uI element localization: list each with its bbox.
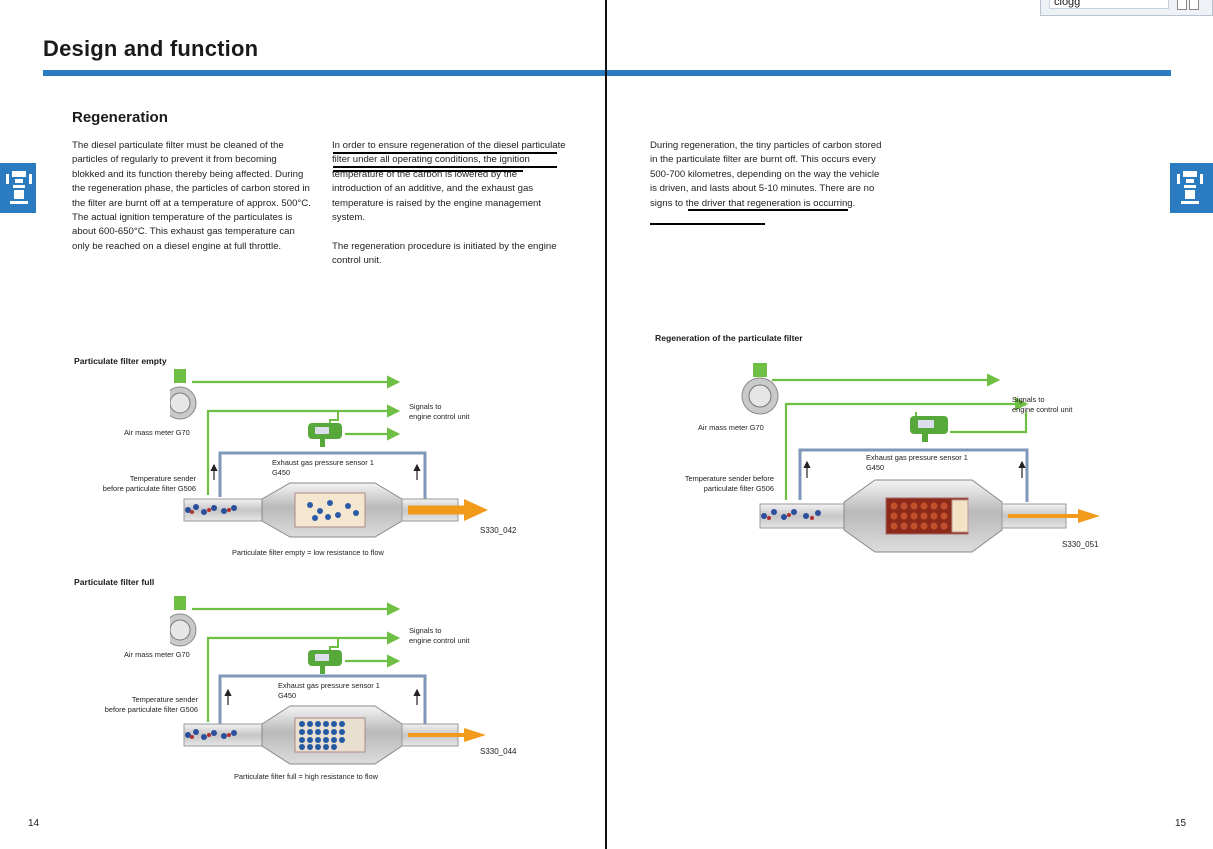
diagram-filter-full xyxy=(170,596,486,765)
search-toolbar: clogg xyxy=(1040,0,1213,16)
diagram-filter-empty xyxy=(170,369,488,538)
page-title: Design and function xyxy=(43,36,259,61)
figure-code: S330_044 xyxy=(480,747,517,756)
figure-caption: Particulate filter empty = low resistanc… xyxy=(232,548,384,557)
figure-title: Regeneration of the particulate filter xyxy=(655,333,803,343)
search-input[interactable]: clogg xyxy=(1049,0,1169,9)
air-mass-meter-icon xyxy=(170,596,197,647)
title-rule xyxy=(43,70,1171,76)
page-spine xyxy=(605,0,607,849)
text-column-3: During regeneration, the tiny particles … xyxy=(650,139,885,225)
diagram-regeneration xyxy=(741,363,1100,553)
pressure-sensor-icon xyxy=(308,423,342,447)
section-heading: Regeneration xyxy=(72,109,168,126)
chapter-tab-left xyxy=(0,163,36,213)
annotation-underline xyxy=(650,223,765,225)
label-pressure-sensor: Exhaust gas pressure sensor 1 G450 xyxy=(272,458,374,477)
text-column-1: The diesel particulate filter must be cl… xyxy=(72,139,312,269)
engine-side-tab-icon xyxy=(6,171,32,204)
label-temp-sender: Temperature sender before particulate fi… xyxy=(102,474,196,493)
engine-side-tab-icon xyxy=(1177,171,1203,204)
label-air-mass-meter: Air mass meter G70 xyxy=(124,428,190,437)
annotation-underline xyxy=(333,152,557,154)
paragraph: The diesel particulate filter must be cl… xyxy=(72,140,311,252)
search-next-icon[interactable] xyxy=(1189,0,1199,10)
paragraph: In order to ensure regeneration of the d… xyxy=(332,140,566,224)
text-column-2: In order to ensure regeneration of the d… xyxy=(332,139,567,283)
label-temp-sender: Temperature sender before particulate fi… xyxy=(104,695,198,714)
paragraph: During regeneration, the tiny particles … xyxy=(650,140,882,209)
page-number-right: 15 xyxy=(1175,818,1187,829)
label-temp-sender: Temperature sender before particulate fi… xyxy=(684,474,774,493)
label-signals: Signals to engine control unit xyxy=(1012,395,1073,414)
figure-title: Particulate filter empty xyxy=(74,356,167,366)
annotation-underline xyxy=(688,209,848,211)
search-prev-icon[interactable] xyxy=(1177,0,1187,10)
page-number-left: 14 xyxy=(28,818,40,829)
label-signals: Signals to engine control unit xyxy=(409,402,470,421)
figure-caption: Particulate filter full = high resistanc… xyxy=(234,772,378,781)
figure-title: Particulate filter full xyxy=(74,577,155,587)
figure-code: S330_051 xyxy=(1062,540,1099,549)
figure-code: S330_042 xyxy=(480,526,517,535)
label-air-mass-meter: Air mass meter G70 xyxy=(698,423,764,432)
chapter-tab-right xyxy=(1170,163,1213,213)
annotation-underline xyxy=(333,166,557,168)
label-pressure-sensor: Exhaust gas pressure sensor 1 G450 xyxy=(866,453,968,472)
pressure-sensor-icon xyxy=(910,416,948,442)
air-mass-meter-icon xyxy=(741,363,779,415)
paragraph: The regeneration procedure is initiated … xyxy=(332,240,557,267)
label-pressure-sensor: Exhaust gas pressure sensor 1 G450 xyxy=(278,681,380,700)
label-signals: Signals to engine control unit xyxy=(409,626,470,645)
air-mass-meter-icon xyxy=(170,369,197,420)
label-air-mass-meter: Air mass meter G70 xyxy=(124,650,190,659)
annotation-underline xyxy=(333,170,523,172)
pressure-sensor-icon xyxy=(308,650,342,674)
